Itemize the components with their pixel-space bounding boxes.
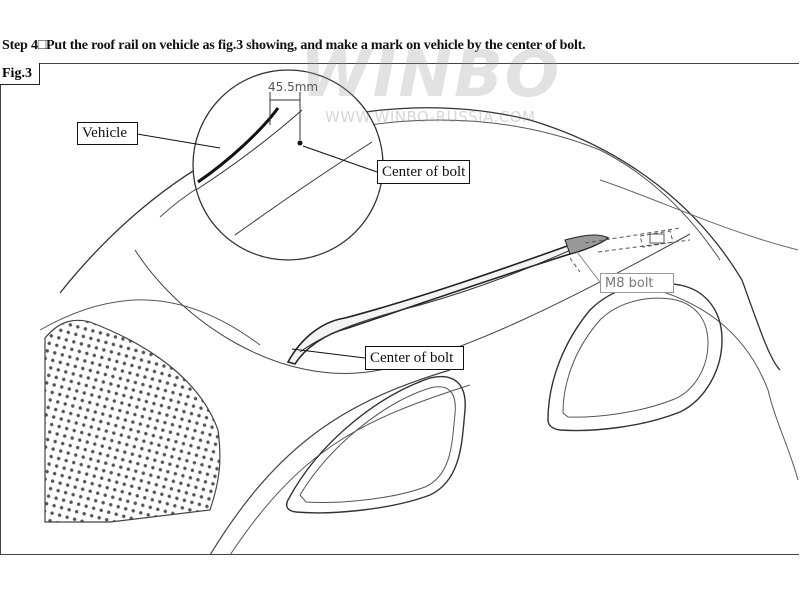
rear-side-window [547,282,723,432]
center-bolt-detail-leader [302,145,378,173]
body-side-line [209,369,451,556]
step-instruction: Step 4□Put the roof rail on vehicle as f… [2,38,586,53]
bolt-marker [649,233,665,244]
front-side-window [286,375,466,514]
front-side-window-inner [299,386,456,503]
roof-rail-end [564,234,609,255]
roof-rail-rib [299,245,581,353]
figure-label: Fig.3 [0,63,40,85]
detail-inner-line [234,141,373,236]
windshield-pattern [44,319,221,523]
vehicle-callout: Vehicle [77,122,138,145]
body-rear-line [639,284,799,481]
body-side-line-2 [229,384,471,556]
rear-side-window-inner [562,297,709,418]
bolt-leader [576,251,601,283]
center-bolt-rail-leader [291,348,366,359]
bolt-center-point [297,140,303,146]
detail-roof-edge [197,107,280,184]
m8-bolt-callout: M8 bolt [600,273,674,293]
body-top-right-line [599,179,799,251]
detail-dimension-lines [269,92,301,140]
dimension-label: 45.5mm [268,80,319,94]
roof-rail [286,235,610,365]
roof-lower-line [39,299,261,346]
center-of-bolt-detail-callout: Center of bolt [377,160,470,184]
roof-outline [59,107,781,371]
bolt-position-dashed [569,227,691,273]
figure-frame [0,63,799,555]
vehicle-leader [136,133,221,149]
center-of-bolt-rail-callout: Center of bolt [365,346,464,370]
detail-roof-edge-2 [195,109,303,191]
